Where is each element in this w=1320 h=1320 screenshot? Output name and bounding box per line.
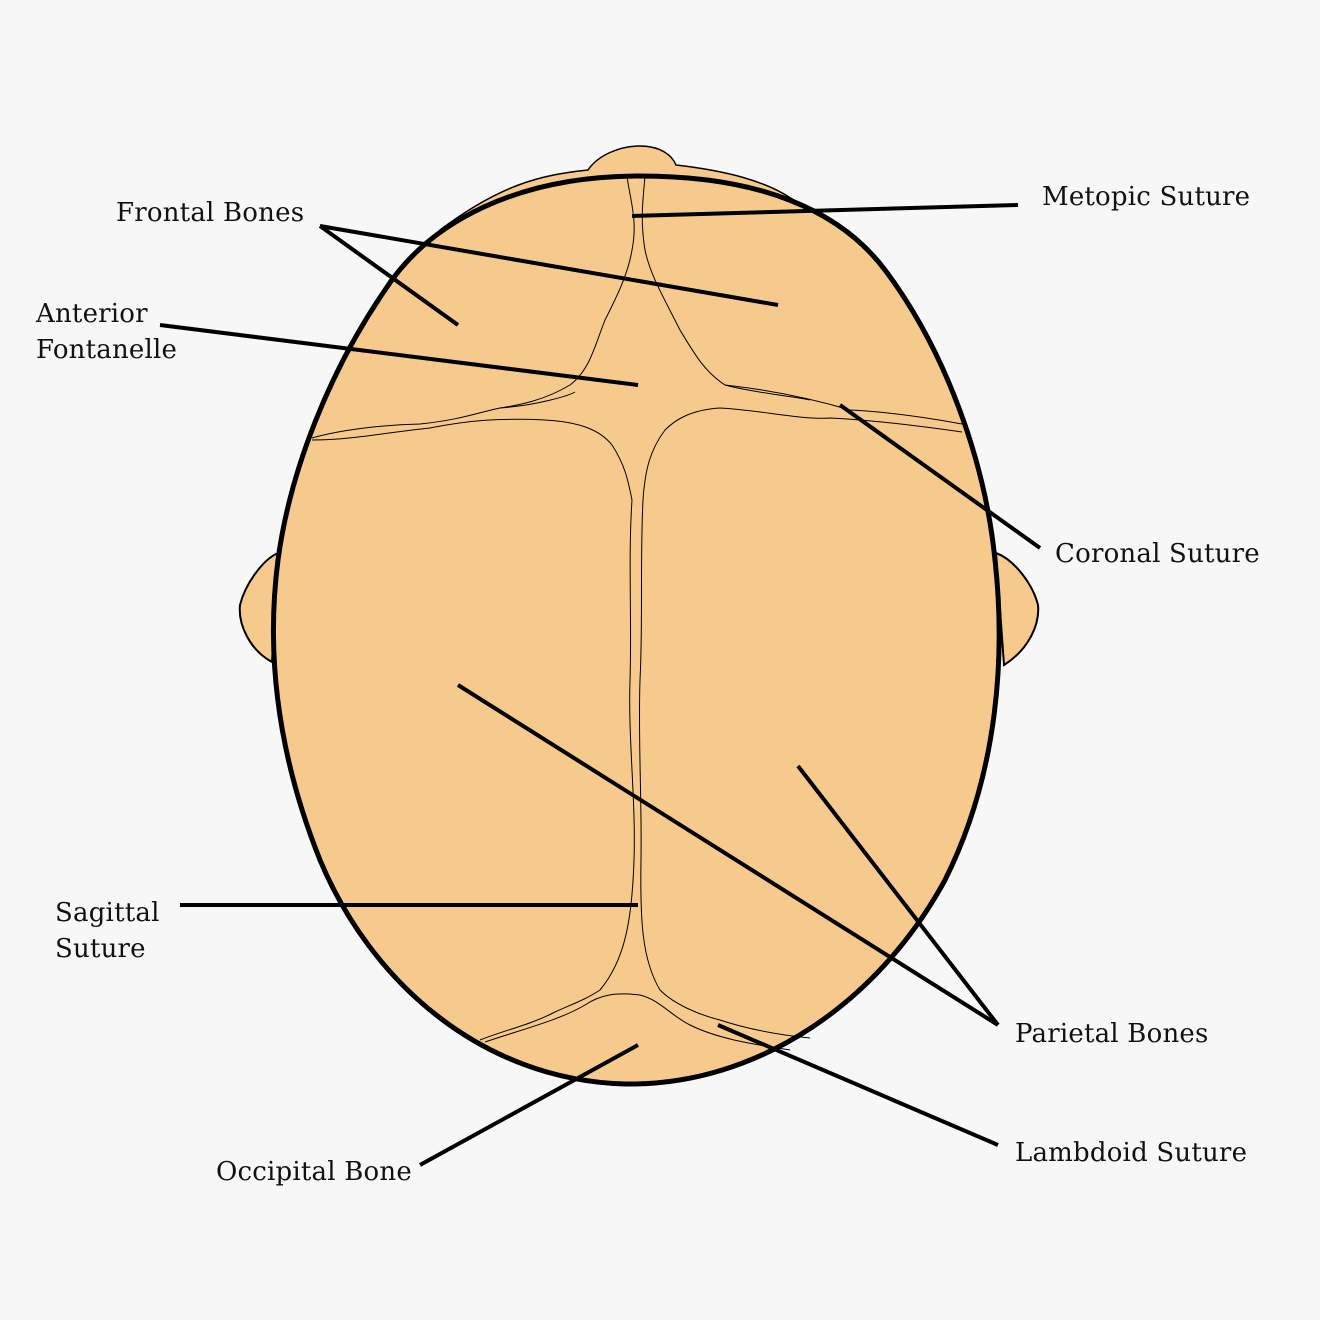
metopic-suture: [499, 175, 635, 409]
leader-coronal: [838, 403, 1042, 550]
sagittal-suture: [479, 499, 635, 1041]
leader-parietal-1: [456, 683, 1000, 1027]
label-metopic-suture: Metopic Suture: [1042, 182, 1251, 212]
leader-parietal-2: [796, 764, 1000, 1027]
label-coronal-suture: Coronal Suture: [1055, 539, 1260, 569]
label-parietal-bones: Parietal Bones: [1015, 1019, 1209, 1049]
skull-outline: [270, 173, 1002, 1087]
label-anterior-fontanelle-1: Anterior: [36, 299, 148, 329]
label-frontal-bones: Frontal Bones: [116, 198, 305, 228]
label-lambdoid-suture: Lambdoid Suture: [1015, 1138, 1248, 1168]
leader-lines: [159, 203, 1042, 1167]
leader-occipital: [419, 1043, 639, 1167]
leader-anterior-fontanelle: [159, 323, 639, 387]
leader-metopic: [631, 203, 1019, 218]
label-occipital-bone: Occipital Bone: [216, 1157, 412, 1187]
label-anterior-fontanelle-2: Fontanelle: [36, 335, 178, 365]
coronal-suture: [311, 391, 576, 439]
label-sagittal-suture-2: Suture: [55, 934, 146, 964]
lambdoid-suture: [484, 993, 791, 1051]
leader-lambdoid: [717, 1023, 999, 1147]
leader-frontal-1: [318, 224, 460, 327]
label-sagittal-suture-1: Sagittal: [55, 898, 160, 928]
leader-frontal-2: [319, 224, 779, 307]
left-ear: [238, 551, 280, 664]
right-ear: [994, 551, 1040, 667]
